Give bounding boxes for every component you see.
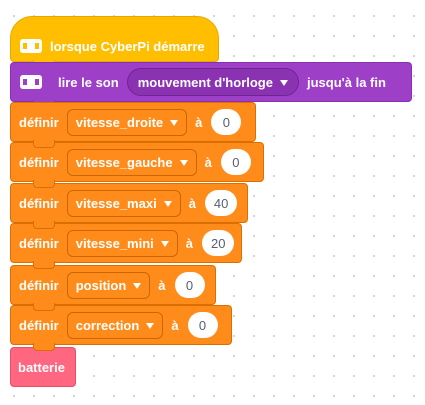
variable-dropdown[interactable]: vitesse_gauche xyxy=(66,148,197,176)
set-label: définir xyxy=(19,317,59,333)
sound-prefix-label: lire le son xyxy=(58,74,119,90)
variable-name: vitesse_mini xyxy=(75,235,154,251)
set-variable-block[interactable]: définir vitesse_droite à 0 xyxy=(10,102,256,148)
hat-label: lorsque CyberPi démarre xyxy=(50,38,205,54)
set-variable-block[interactable]: définir correction à 0 xyxy=(10,305,232,351)
battery-label: batterie xyxy=(18,359,65,375)
play-sound-until-done-block[interactable]: lire le son mouvement d'horloge jusqu'à … xyxy=(10,62,412,108)
set-label: définir xyxy=(19,235,59,251)
cyberpi-icon xyxy=(20,75,42,89)
chevron-down-icon xyxy=(279,79,288,86)
to-label: à xyxy=(188,195,196,211)
value-input[interactable]: 0 xyxy=(211,109,242,135)
variable-name: vitesse_droite xyxy=(75,114,164,130)
battery-block[interactable]: batterie xyxy=(10,347,76,387)
set-label: définir xyxy=(19,277,59,293)
value-input[interactable]: 20 xyxy=(202,230,235,256)
value-input[interactable]: 40 xyxy=(204,190,238,216)
to-label: à xyxy=(185,235,194,251)
chevron-down-icon xyxy=(146,322,155,329)
set-variable-block[interactable]: définir vitesse_mini à 20 xyxy=(10,223,242,269)
variable-name: correction xyxy=(75,317,140,333)
chevron-down-icon xyxy=(133,282,142,289)
sound-dropdown[interactable]: mouvement d'horloge xyxy=(126,68,299,96)
set-label: définir xyxy=(19,195,59,211)
set-variable-block[interactable]: définir vitesse_maxi à 40 xyxy=(10,183,248,229)
variable-dropdown[interactable]: correction xyxy=(66,311,164,339)
variable-dropdown[interactable]: vitesse_maxi xyxy=(66,189,181,217)
to-label: à xyxy=(195,114,203,130)
sound-dropdown-value: mouvement d'horloge xyxy=(137,74,273,90)
variable-name: position xyxy=(75,277,127,293)
chevron-down-icon xyxy=(163,200,172,207)
variable-name: vitesse_maxi xyxy=(75,195,157,211)
chevron-down-icon xyxy=(179,159,188,166)
set-label: définir xyxy=(19,154,59,170)
chevron-down-icon xyxy=(160,240,169,247)
value-input[interactable]: 0 xyxy=(220,149,251,175)
sound-suffix-label: jusqu'à la fin xyxy=(306,74,386,90)
to-label: à xyxy=(158,277,166,293)
set-variable-block[interactable]: définir vitesse_gauche à 0 xyxy=(10,142,264,188)
when-cyberpi-starts-block[interactable]: lorsque CyberPi démarre xyxy=(10,16,219,68)
to-label: à xyxy=(171,317,179,333)
value-input[interactable]: 0 xyxy=(174,272,205,298)
variable-dropdown[interactable]: vitesse_mini xyxy=(66,229,178,257)
set-label: définir xyxy=(19,114,59,130)
to-label: à xyxy=(204,154,212,170)
variable-dropdown[interactable]: position xyxy=(66,271,151,299)
value-input[interactable]: 0 xyxy=(187,312,218,338)
chevron-down-icon xyxy=(170,119,179,126)
set-variable-block[interactable]: définir position à 0 xyxy=(10,265,216,311)
cyberpi-icon xyxy=(20,39,42,53)
variable-dropdown[interactable]: vitesse_droite xyxy=(66,108,188,136)
variable-name: vitesse_gauche xyxy=(75,154,173,170)
